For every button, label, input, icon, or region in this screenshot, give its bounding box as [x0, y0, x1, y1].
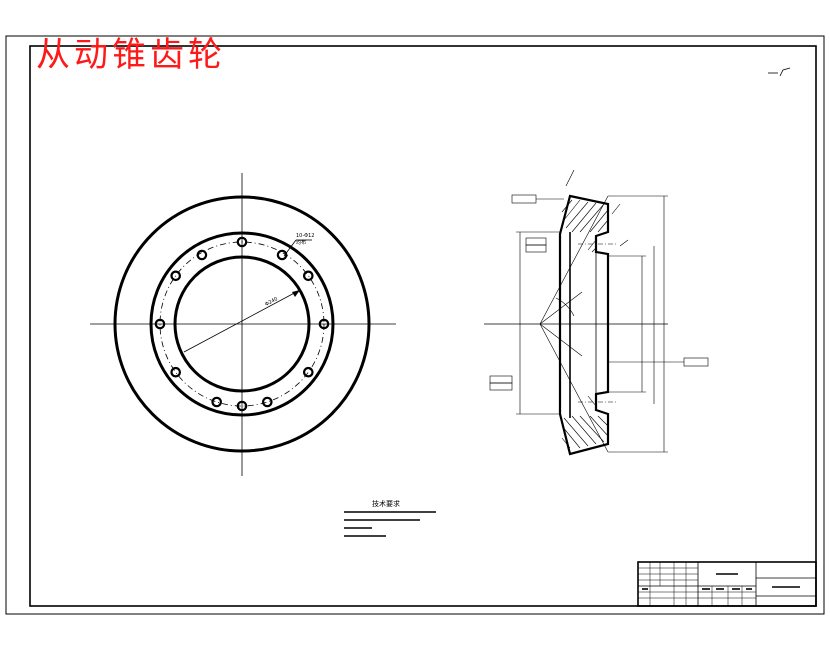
bolt-hole [276, 249, 288, 261]
bolt-hole [318, 318, 330, 330]
tech-req-heading: 技术要求 [372, 499, 400, 508]
diameter-leader [183, 289, 301, 353]
title-block [637, 561, 817, 607]
hub-outer-circle [149, 231, 335, 417]
technical-requirements: 技术要求 [344, 499, 436, 537]
svg-text:均布: 均布 [296, 239, 306, 246]
bolt-hole [261, 396, 273, 408]
inner-frame [29, 45, 817, 607]
gear-profile-outline [558, 194, 610, 456]
outer-rim-circle [113, 195, 371, 453]
section-hatching [561, 199, 609, 449]
outer-frame [5, 35, 825, 615]
drawing-title: 从动锥齿轮 [36, 35, 226, 75]
bolt-hole [196, 249, 208, 261]
svg-text:10-Φ12: 10-Φ12 [296, 233, 314, 239]
section-view [484, 169, 709, 456]
front-view: Φ240 10-Φ12 均布 [90, 173, 396, 476]
svg-text:Φ240: Φ240 [264, 296, 279, 308]
bolt-hole [302, 270, 314, 282]
bolt-hole [302, 366, 314, 378]
bore-circle [173, 255, 311, 393]
bolt-hole [211, 396, 222, 408]
bolt-hole [236, 236, 248, 248]
bolt-hole [154, 318, 166, 330]
bolt-hole [170, 270, 181, 282]
bolt-hole [236, 400, 248, 412]
bolt-hole [170, 366, 181, 378]
bolt-circle [159, 241, 325, 407]
roughness-mark [768, 67, 791, 77]
